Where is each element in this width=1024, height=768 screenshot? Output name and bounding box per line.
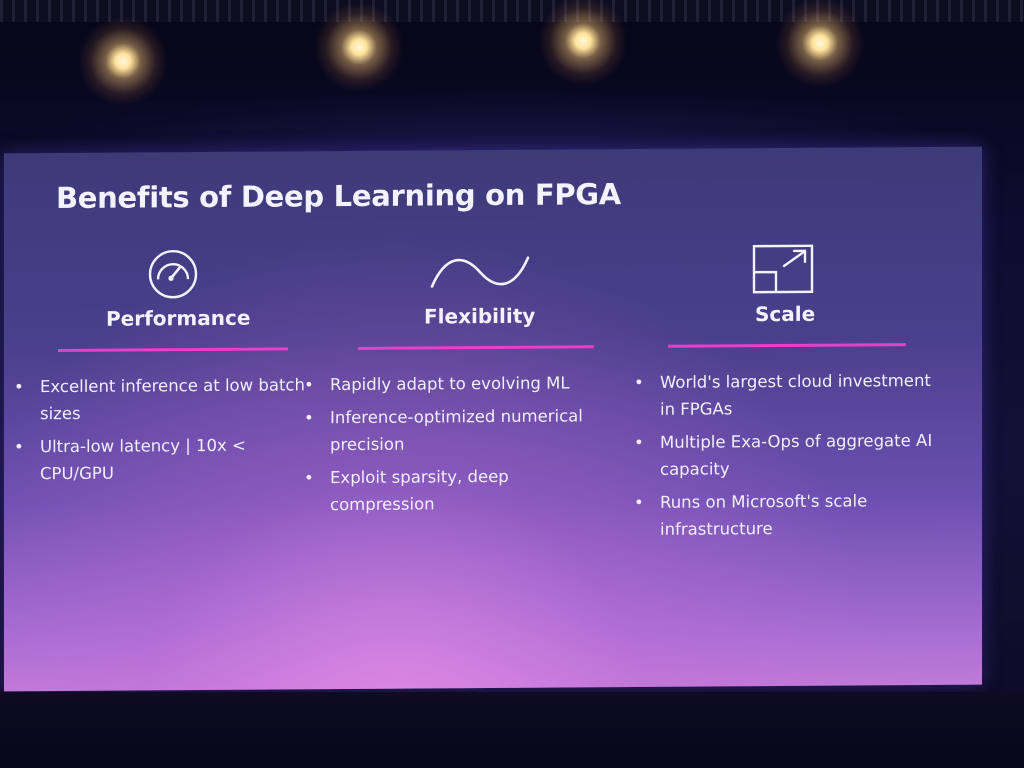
projection-screen: Benefits of Deep Learning on FPGA Perfor… xyxy=(4,146,982,692)
bullet-item: Multiple Exa-Ops of aggregate AI capacit… xyxy=(634,427,934,483)
column-heading: Flexibility xyxy=(424,303,536,329)
speedometer-icon xyxy=(147,248,199,300)
bullet-list: Rapidly adapt to evolving ML Inference-o… xyxy=(304,369,604,524)
bullet-item: Runs on Microsoft's scale infrastructure xyxy=(634,487,934,543)
lighting-truss xyxy=(0,0,1024,22)
stage-light xyxy=(775,0,865,88)
bullet-item: Inference-optimized numerical precision xyxy=(304,402,604,458)
column-heading: Scale xyxy=(755,301,816,327)
column-scale: Scale World's largest cloud investment i… xyxy=(624,237,932,539)
bullet-list: Excellent inference at low batch sizes U… xyxy=(14,371,314,493)
column-flexibility: Flexibility Rapidly adapt to evolving ML… xyxy=(296,239,596,514)
bullet-item: World's largest cloud investment in FPGA… xyxy=(634,367,934,423)
scale-expand-icon xyxy=(752,244,814,296)
bullet-item: Exploit sparsity, deep compression xyxy=(304,462,604,518)
stage-light xyxy=(538,0,628,86)
stage-floor xyxy=(0,692,1024,768)
heading-underline xyxy=(668,343,906,348)
sine-wave-icon xyxy=(428,246,532,299)
bullet-item: Ultra-low latency | 10x < CPU/GPU xyxy=(14,431,314,487)
heading-underline xyxy=(58,347,288,353)
bullet-item: Excellent inference at low batch sizes xyxy=(14,371,314,427)
bullet-item: Rapidly adapt to evolving ML xyxy=(304,369,604,398)
heading-underline xyxy=(358,345,594,350)
column-performance: Performance Excellent inference at low b… xyxy=(4,241,305,483)
stage-light xyxy=(78,16,168,106)
bullet-list: World's largest cloud investment in FPGA… xyxy=(634,367,934,549)
column-heading: Performance xyxy=(106,305,251,331)
stage-light xyxy=(314,2,404,92)
slide-title: Benefits of Deep Learning on FPGA xyxy=(56,177,621,216)
